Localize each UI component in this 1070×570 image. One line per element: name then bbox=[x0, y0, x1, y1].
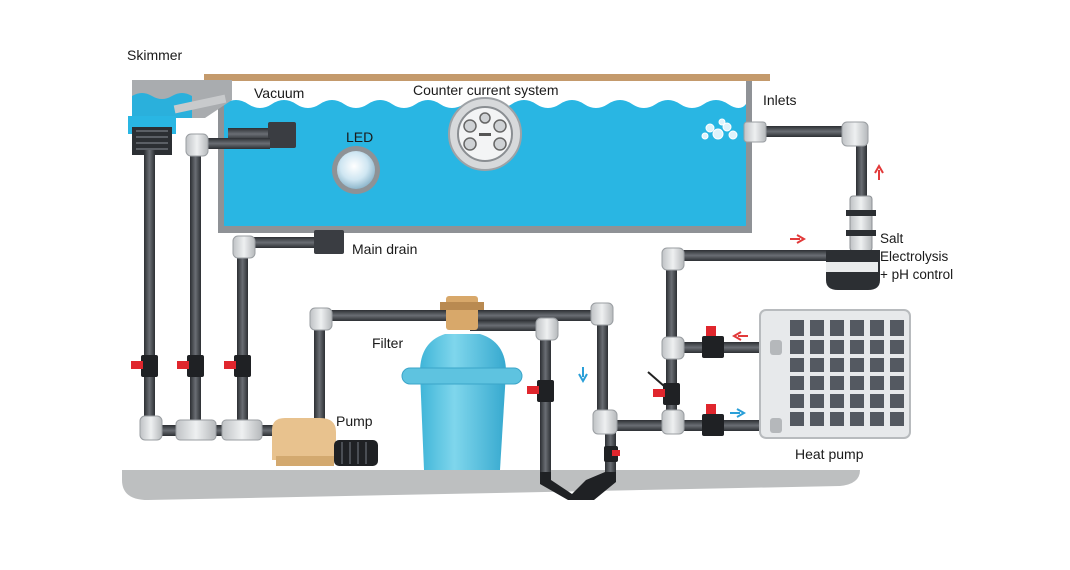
circulation-pump bbox=[272, 418, 378, 466]
salt-label-line-2: Electrolysis bbox=[880, 249, 949, 264]
pool-edge bbox=[204, 74, 770, 81]
counter-current-unit bbox=[448, 97, 522, 171]
heat-pump-unit bbox=[759, 309, 911, 439]
vacuum-label: Vacuum bbox=[254, 85, 305, 101]
heat-pump-label: Heat pump bbox=[795, 446, 864, 462]
salt-label-line-1: Salt bbox=[880, 231, 904, 246]
sand-filter bbox=[401, 296, 523, 470]
salt-electrolysis-label: Salt Electrolysis + pH control bbox=[880, 230, 953, 284]
skimmer-label: Skimmer bbox=[127, 47, 183, 63]
heat-pump-outlet bbox=[770, 418, 782, 433]
led-label: LED bbox=[346, 129, 374, 145]
flow-arrows bbox=[578, 163, 884, 418]
vacuum-pipe-stub bbox=[228, 128, 272, 140]
counter-current-label: Counter current system bbox=[413, 82, 559, 98]
heat-pump-inlet bbox=[770, 340, 782, 355]
main-drain-label: Main drain bbox=[352, 241, 418, 257]
skimmer-unit bbox=[128, 80, 232, 155]
vacuum-fitting bbox=[268, 122, 296, 148]
salt-electrolysis-cell bbox=[826, 195, 880, 290]
ground-slab bbox=[122, 470, 860, 500]
filter-label: Filter bbox=[372, 335, 404, 351]
pump-label: Pump bbox=[336, 413, 373, 429]
main-drain-fitting bbox=[314, 230, 344, 254]
valves bbox=[131, 326, 724, 462]
waste-drain bbox=[540, 472, 616, 500]
inlets-label: Inlets bbox=[763, 92, 797, 108]
inlet-bubbles bbox=[701, 118, 738, 140]
salt-label-line-3: + pH control bbox=[880, 267, 954, 282]
pipe-fittings bbox=[139, 121, 869, 441]
